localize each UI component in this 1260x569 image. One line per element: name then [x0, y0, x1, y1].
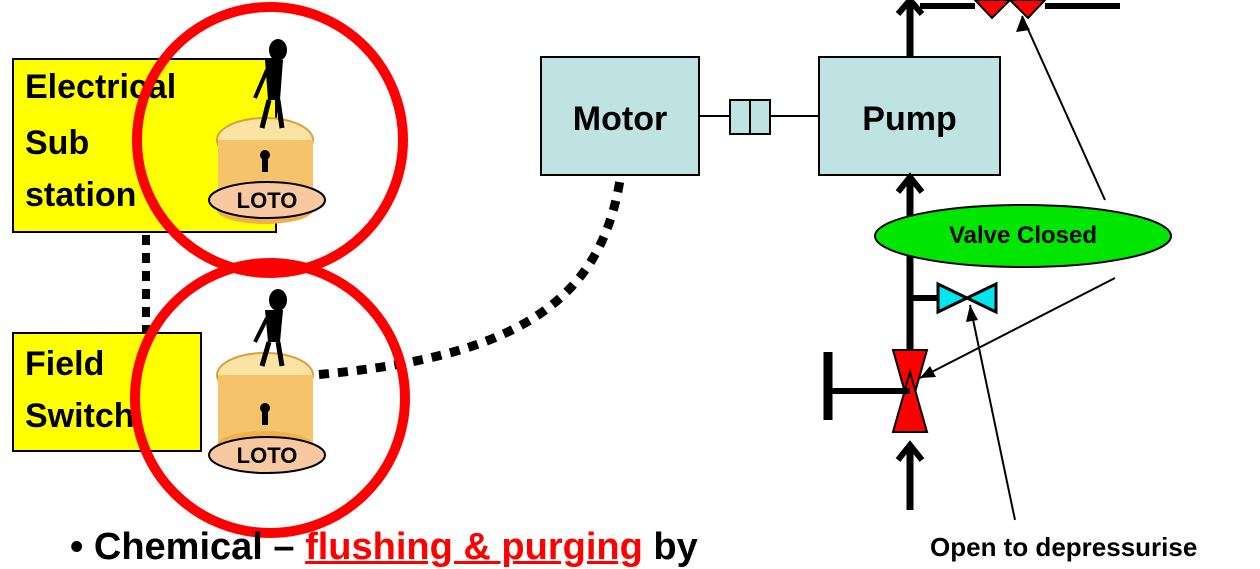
- loto-tag-top: [208, 181, 326, 219]
- pump-label: Pump: [862, 100, 957, 138]
- motor-box: [540, 56, 700, 176]
- substation-line2: Sub: [25, 124, 90, 162]
- loto-label-top: LOTO: [236, 188, 298, 213]
- flow-arrow-pump-inlet: [895, 172, 925, 194]
- bullet-prefix: Chemical –: [93, 526, 306, 568]
- substation-line3: station: [25, 176, 137, 214]
- valve-icon-isolation: [823, 349, 929, 433]
- bullet-highlight: flushing & purging: [305, 526, 643, 568]
- open-to-depressurise-label: Open to depressurise: [930, 532, 1198, 562]
- switch-to-motor-cable: [299, 179, 625, 381]
- person-icon-bottom: [253, 289, 287, 367]
- flow-arrow-bottom: [895, 440, 925, 462]
- field-switch-box: [12, 332, 202, 452]
- bullet-suffix: by: [642, 526, 698, 568]
- pointer-to-bleed-valve: [969, 304, 1016, 521]
- loto-label-bottom: LOTO: [236, 443, 298, 468]
- valve-closed-ellipse: [874, 204, 1172, 268]
- pointer-to-isolation-valve: [919, 277, 1116, 379]
- valve-icon-top: [920, 0, 1120, 20]
- red-ring-bottom: [130, 258, 410, 538]
- bullet-chemical: • Chemical – flushing & purging by: [70, 526, 698, 568]
- flow-arrow-top: [895, 0, 925, 16]
- red-ring-top: [132, 2, 408, 278]
- field-switch-line1: Field: [25, 345, 105, 383]
- valve-closed-label: Valve Closed: [948, 222, 1098, 249]
- motor-label: Motor: [572, 100, 668, 138]
- pointer-to-top-valve: [1021, 15, 1106, 201]
- person-icon-top: [253, 39, 287, 129]
- valve-icon-bleed: [910, 281, 998, 315]
- field-switch-line2: Switch: [25, 397, 135, 435]
- loto-tag-bottom: [208, 436, 326, 474]
